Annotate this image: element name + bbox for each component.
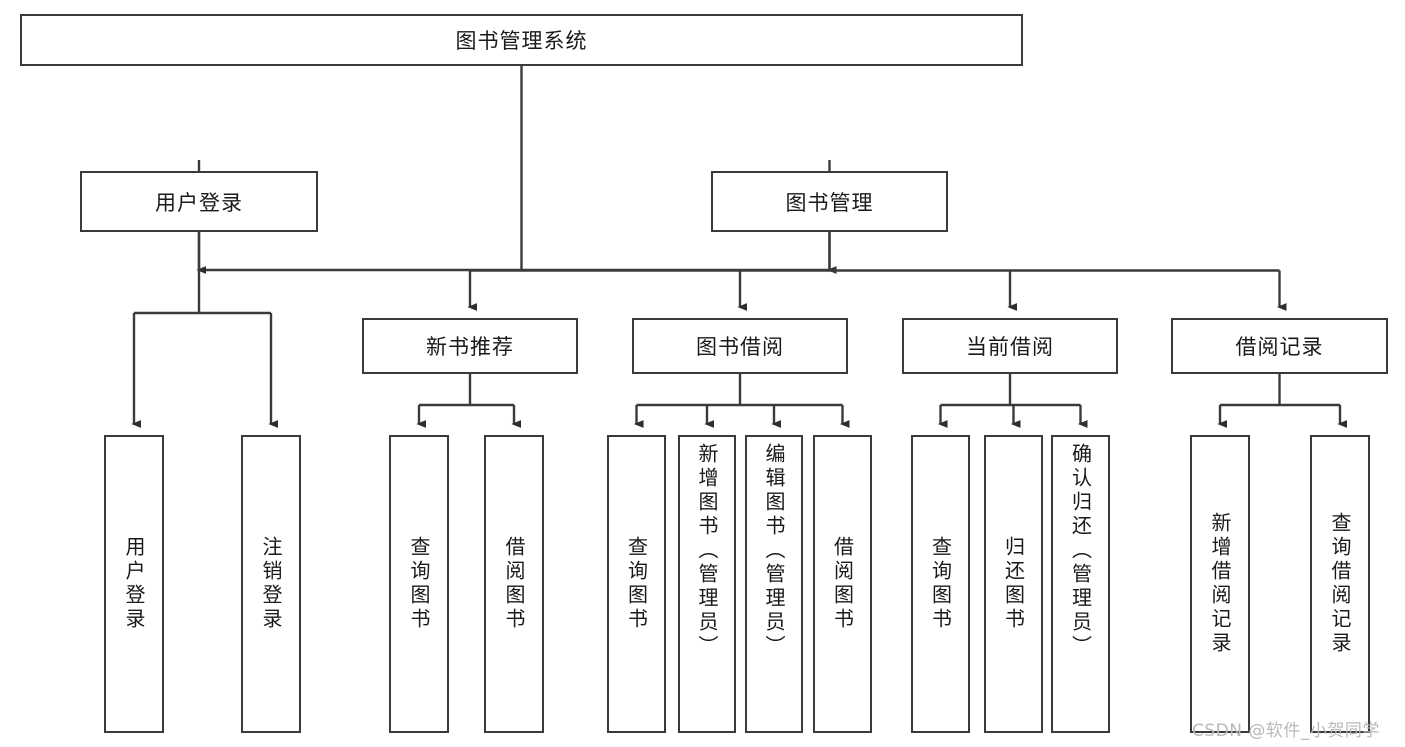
- node-leaf-query-book-1-label: 查询图书: [407, 536, 431, 632]
- node-root[interactable]: 图书管理系统: [20, 14, 1023, 66]
- node-leaf-confirm-return-label: 确认归还（管理员）: [1068, 443, 1093, 659]
- node-leaf-logout[interactable]: 注销登录: [241, 435, 301, 733]
- node-leaf-return-book-label: 归还图书: [1001, 536, 1026, 632]
- node-leaf-edit-book[interactable]: 编辑图书（管理员）: [745, 435, 803, 733]
- node-leaf-query-book-2[interactable]: 查询图书: [607, 435, 666, 733]
- node-borrow-record[interactable]: 借阅记录: [1171, 318, 1388, 374]
- node-current-borrow[interactable]: 当前借阅: [902, 318, 1118, 374]
- node-book-manage-label: 图书管理: [785, 190, 874, 215]
- node-leaf-add-record-label: 新增借阅记录: [1208, 512, 1232, 656]
- watermark-text: CSDN @软件_小贺同学: [1192, 721, 1380, 741]
- node-leaf-add-book-label: 新增图书（管理员）: [695, 443, 719, 659]
- node-leaf-add-book[interactable]: 新增图书（管理员）: [678, 435, 736, 733]
- node-new-book-rec-label: 新书推荐: [426, 335, 514, 359]
- node-book-borrow[interactable]: 图书借阅: [632, 318, 848, 374]
- node-leaf-query-book-3[interactable]: 查询图书: [911, 435, 970, 733]
- node-borrow-record-label: 借阅记录: [1235, 335, 1324, 359]
- node-leaf-query-book-3-label: 查询图书: [928, 536, 953, 632]
- node-user-login-label: 用户登录: [155, 190, 243, 215]
- node-book-manage[interactable]: 图书管理: [711, 171, 948, 232]
- node-leaf-user-login[interactable]: 用户登录: [104, 435, 164, 733]
- node-leaf-return-book[interactable]: 归还图书: [984, 435, 1043, 733]
- node-leaf-borrow-book-2-label: 借阅图书: [830, 536, 855, 632]
- watermark: CSDN @软件_小贺同学: [1192, 716, 1380, 741]
- node-leaf-logout-label: 注销登录: [259, 536, 283, 632]
- node-leaf-borrow-book-1-label: 借阅图书: [502, 536, 526, 632]
- node-leaf-borrow-book-2[interactable]: 借阅图书: [813, 435, 872, 733]
- node-leaf-query-book-1[interactable]: 查询图书: [389, 435, 449, 733]
- node-leaf-borrow-book-1[interactable]: 借阅图书: [484, 435, 544, 733]
- node-leaf-query-record[interactable]: 查询借阅记录: [1310, 435, 1370, 733]
- node-book-borrow-label: 图书借阅: [696, 335, 784, 359]
- node-new-book-rec[interactable]: 新书推荐: [362, 318, 578, 374]
- node-root-label: 图书管理系统: [455, 29, 588, 53]
- node-leaf-confirm-return[interactable]: 确认归还（管理员）: [1051, 435, 1110, 733]
- node-leaf-user-login-label: 用户登录: [122, 536, 146, 632]
- node-current-borrow-label: 当前借阅: [966, 335, 1054, 359]
- node-leaf-query-book-2-label: 查询图书: [624, 536, 649, 632]
- node-leaf-add-record[interactable]: 新增借阅记录: [1190, 435, 1250, 733]
- node-user-login[interactable]: 用户登录: [80, 171, 318, 232]
- node-leaf-query-record-label: 查询借阅记录: [1328, 512, 1352, 656]
- node-leaf-edit-book-label: 编辑图书（管理员）: [762, 443, 786, 659]
